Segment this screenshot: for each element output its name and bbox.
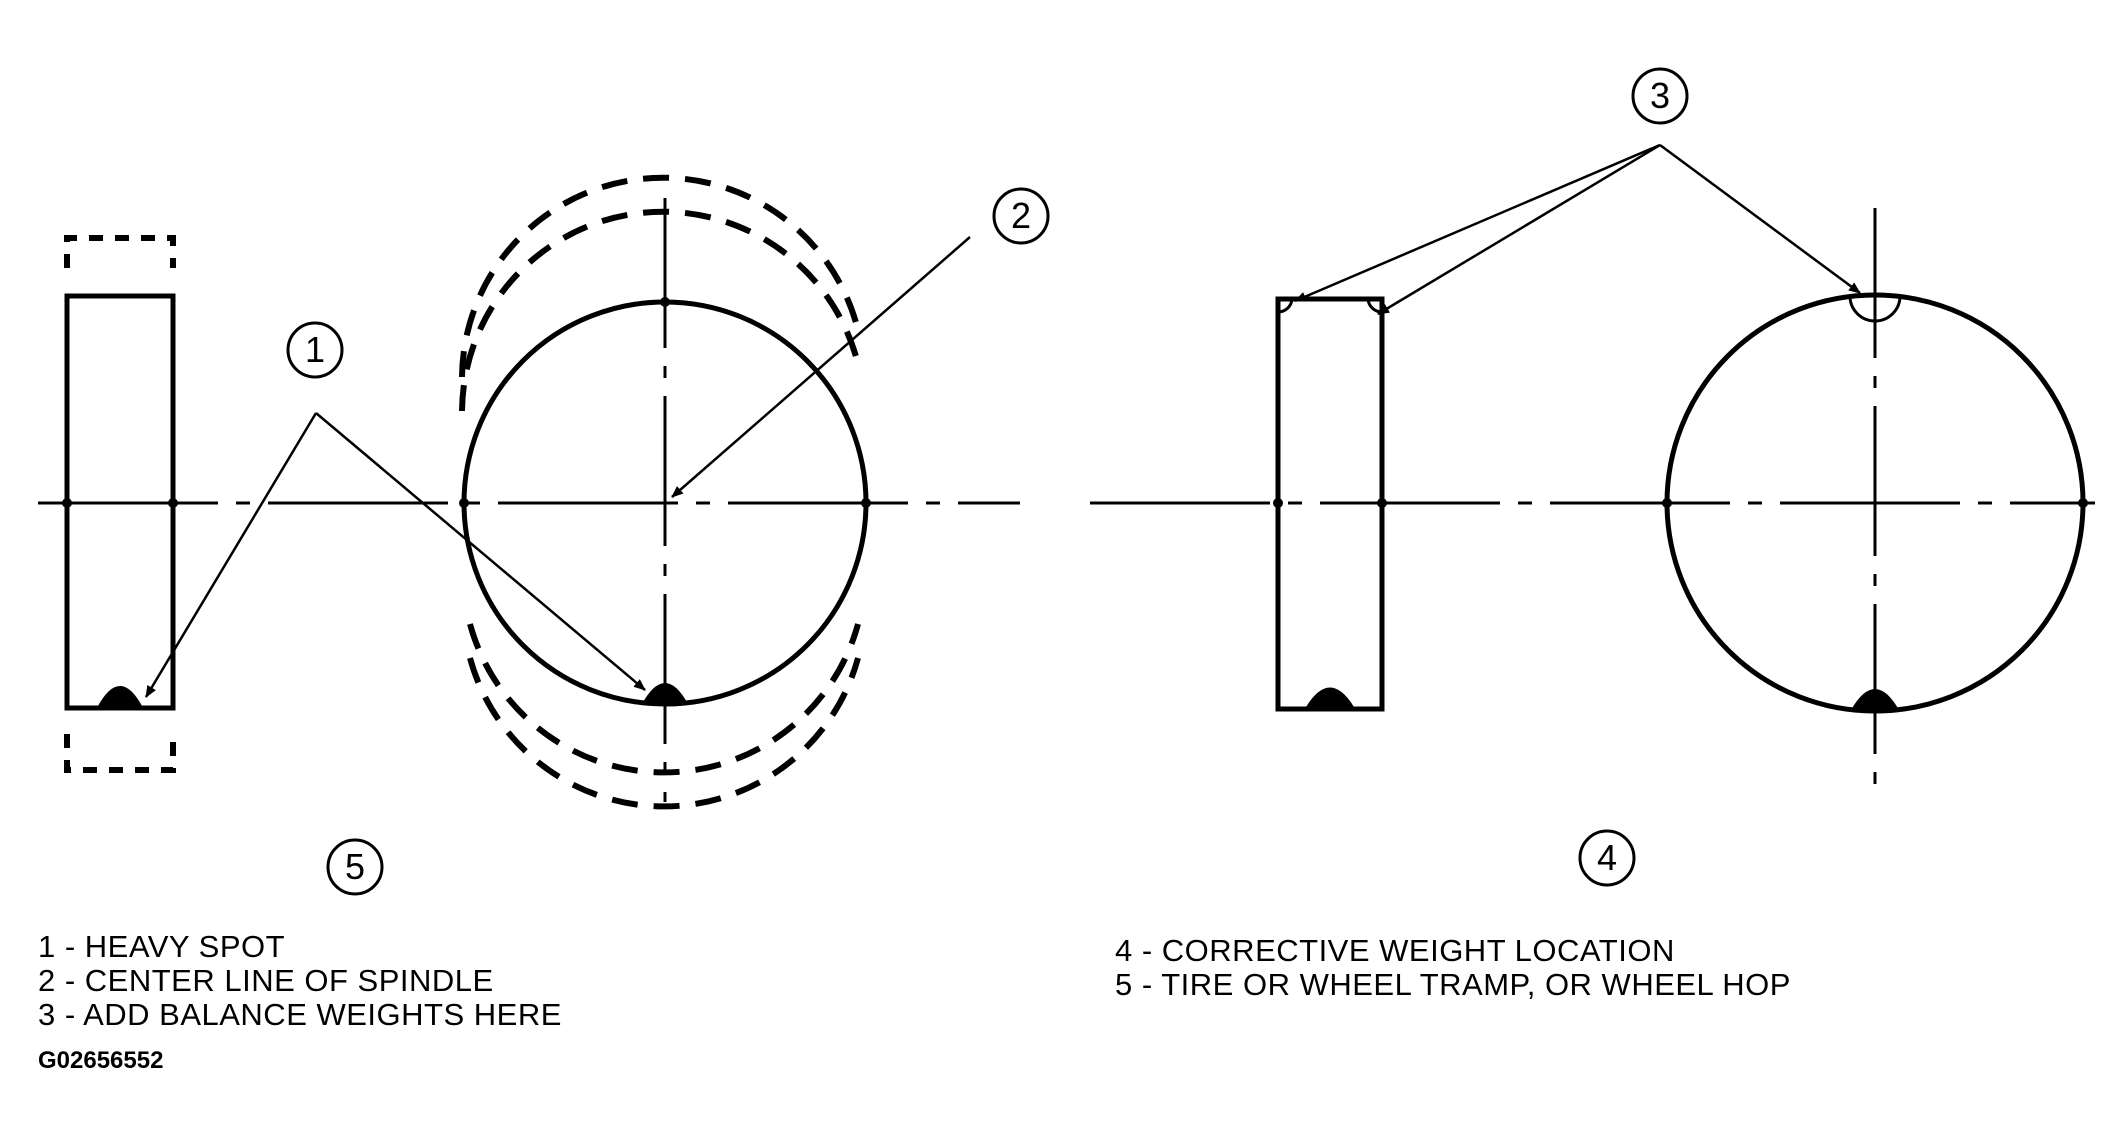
callout-4: 4 bbox=[1578, 829, 1636, 887]
legend-item-heavy-spot: 1 - HEAVY SPOT bbox=[38, 930, 286, 964]
tire-edge-dot bbox=[1662, 498, 1672, 508]
centerline-dot bbox=[1377, 498, 1387, 508]
legend-right: 4 - CORRECTIVE WEIGHT LOCATION 5 - TIRE … bbox=[1115, 934, 1791, 1002]
spindle-center-mark bbox=[655, 493, 675, 513]
legend-item-tramp-hop: 5 - TIRE OR WHEEL TRAMP, OR WHEEL HOP bbox=[1115, 967, 1791, 1002]
tire-edge-dot bbox=[861, 498, 871, 508]
legend-item-balance-weights: 3 - ADD BALANCE WEIGHTS HERE bbox=[38, 997, 562, 1030]
heavy-spot-side-corrected bbox=[1306, 687, 1354, 707]
svg-text:3: 3 bbox=[1650, 75, 1670, 116]
svg-text:4: 4 bbox=[1597, 837, 1617, 878]
tire-edge-dot bbox=[2078, 498, 2088, 508]
tire-edge-dot bbox=[459, 498, 469, 508]
legend-item-corrective-weight: 4 - CORRECTIVE WEIGHT LOCATION bbox=[1115, 933, 1675, 968]
heavy-spot-front bbox=[642, 683, 688, 704]
callout-1: 1 bbox=[286, 321, 344, 379]
spindle-center-mark bbox=[1865, 493, 1885, 513]
tramp-displacement-outline-side bbox=[64, 235, 176, 773]
tramp-displacement-outline-front bbox=[459, 174, 861, 810]
centerline-dot bbox=[168, 498, 178, 508]
svg-text:2: 2 bbox=[1011, 195, 1031, 236]
heavy-spot-side bbox=[98, 686, 142, 706]
tramp-figure: 1 2 5 bbox=[38, 174, 1050, 896]
legend-item-spindle-centerline: 2 - CENTER LINE OF SPINDLE bbox=[38, 963, 494, 998]
svg-text:5: 5 bbox=[345, 846, 365, 887]
callout-3: 3 bbox=[1631, 67, 1689, 125]
centerline-dot bbox=[62, 498, 72, 508]
balance-weight-side-left bbox=[1277, 298, 1294, 314]
tire-edge-dot bbox=[660, 297, 670, 307]
leader-heavy-spot bbox=[144, 412, 646, 698]
balance-weight-front bbox=[1848, 295, 1902, 323]
centerline-dot bbox=[1273, 498, 1283, 508]
heavy-spot-front-corrected bbox=[1851, 689, 1899, 710]
corrective-figure: 3 4 bbox=[1090, 67, 2095, 887]
legend-left: 1 - HEAVY SPOT 2 - CENTER LINE OF SPINDL… bbox=[38, 930, 562, 1029]
callout-5: 5 bbox=[326, 838, 384, 896]
leader-balance-weights bbox=[1294, 143, 1861, 316]
svg-text:1: 1 bbox=[305, 329, 325, 370]
callout-2: 2 bbox=[992, 187, 1050, 245]
leader-spindle-centerline bbox=[671, 236, 971, 498]
figure-id: G02656552 bbox=[38, 1047, 164, 1074]
